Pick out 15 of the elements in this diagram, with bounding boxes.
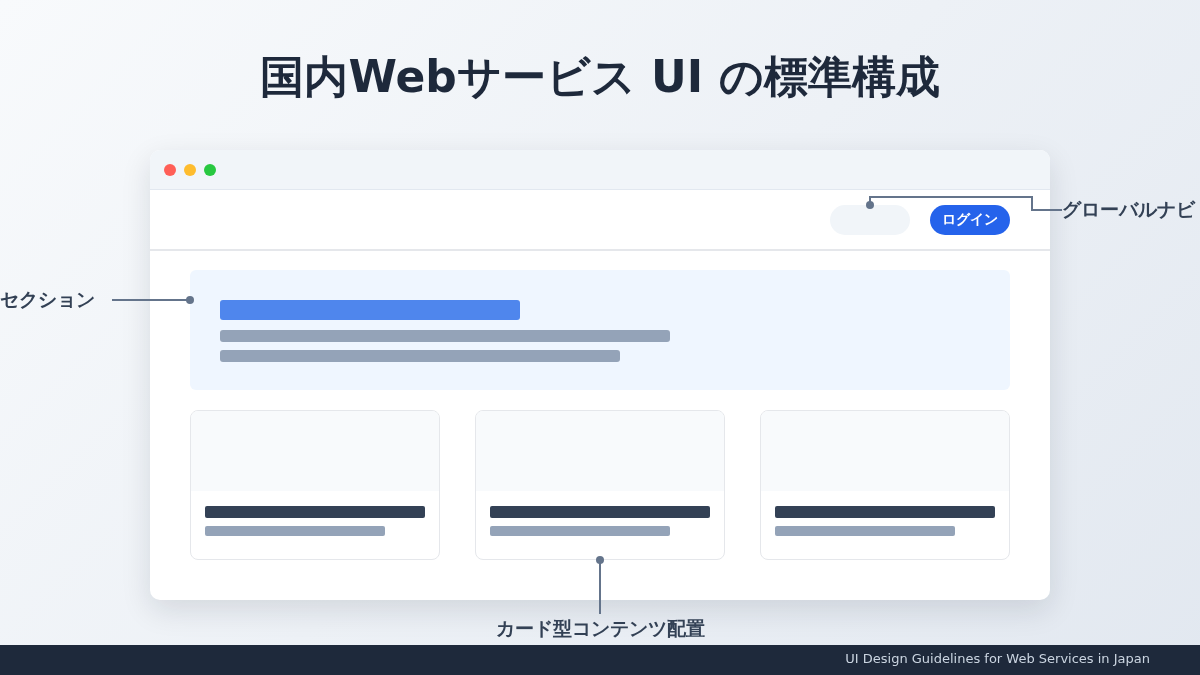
content-card	[760, 410, 1010, 560]
callout-label: グローバルナビ	[1062, 196, 1198, 224]
content-card	[475, 410, 725, 560]
footer-caption: UI Design Guidelines for Web Services in Japan	[845, 651, 1150, 666]
callout-label: セクション	[0, 286, 112, 314]
page-title: 国内Webサービス UI の標準構成	[259, 50, 941, 104]
callout-label: カード型コンテンツ配置	[476, 614, 724, 644]
leader-line	[111, 296, 194, 304]
nav-pill	[830, 205, 910, 235]
browser-window	[150, 150, 1050, 600]
login-button: ログイン	[930, 205, 1010, 235]
content-card	[190, 410, 440, 560]
leader-line	[866, 196, 1063, 211]
hero-section	[190, 270, 1010, 390]
leader-line	[596, 556, 604, 615]
